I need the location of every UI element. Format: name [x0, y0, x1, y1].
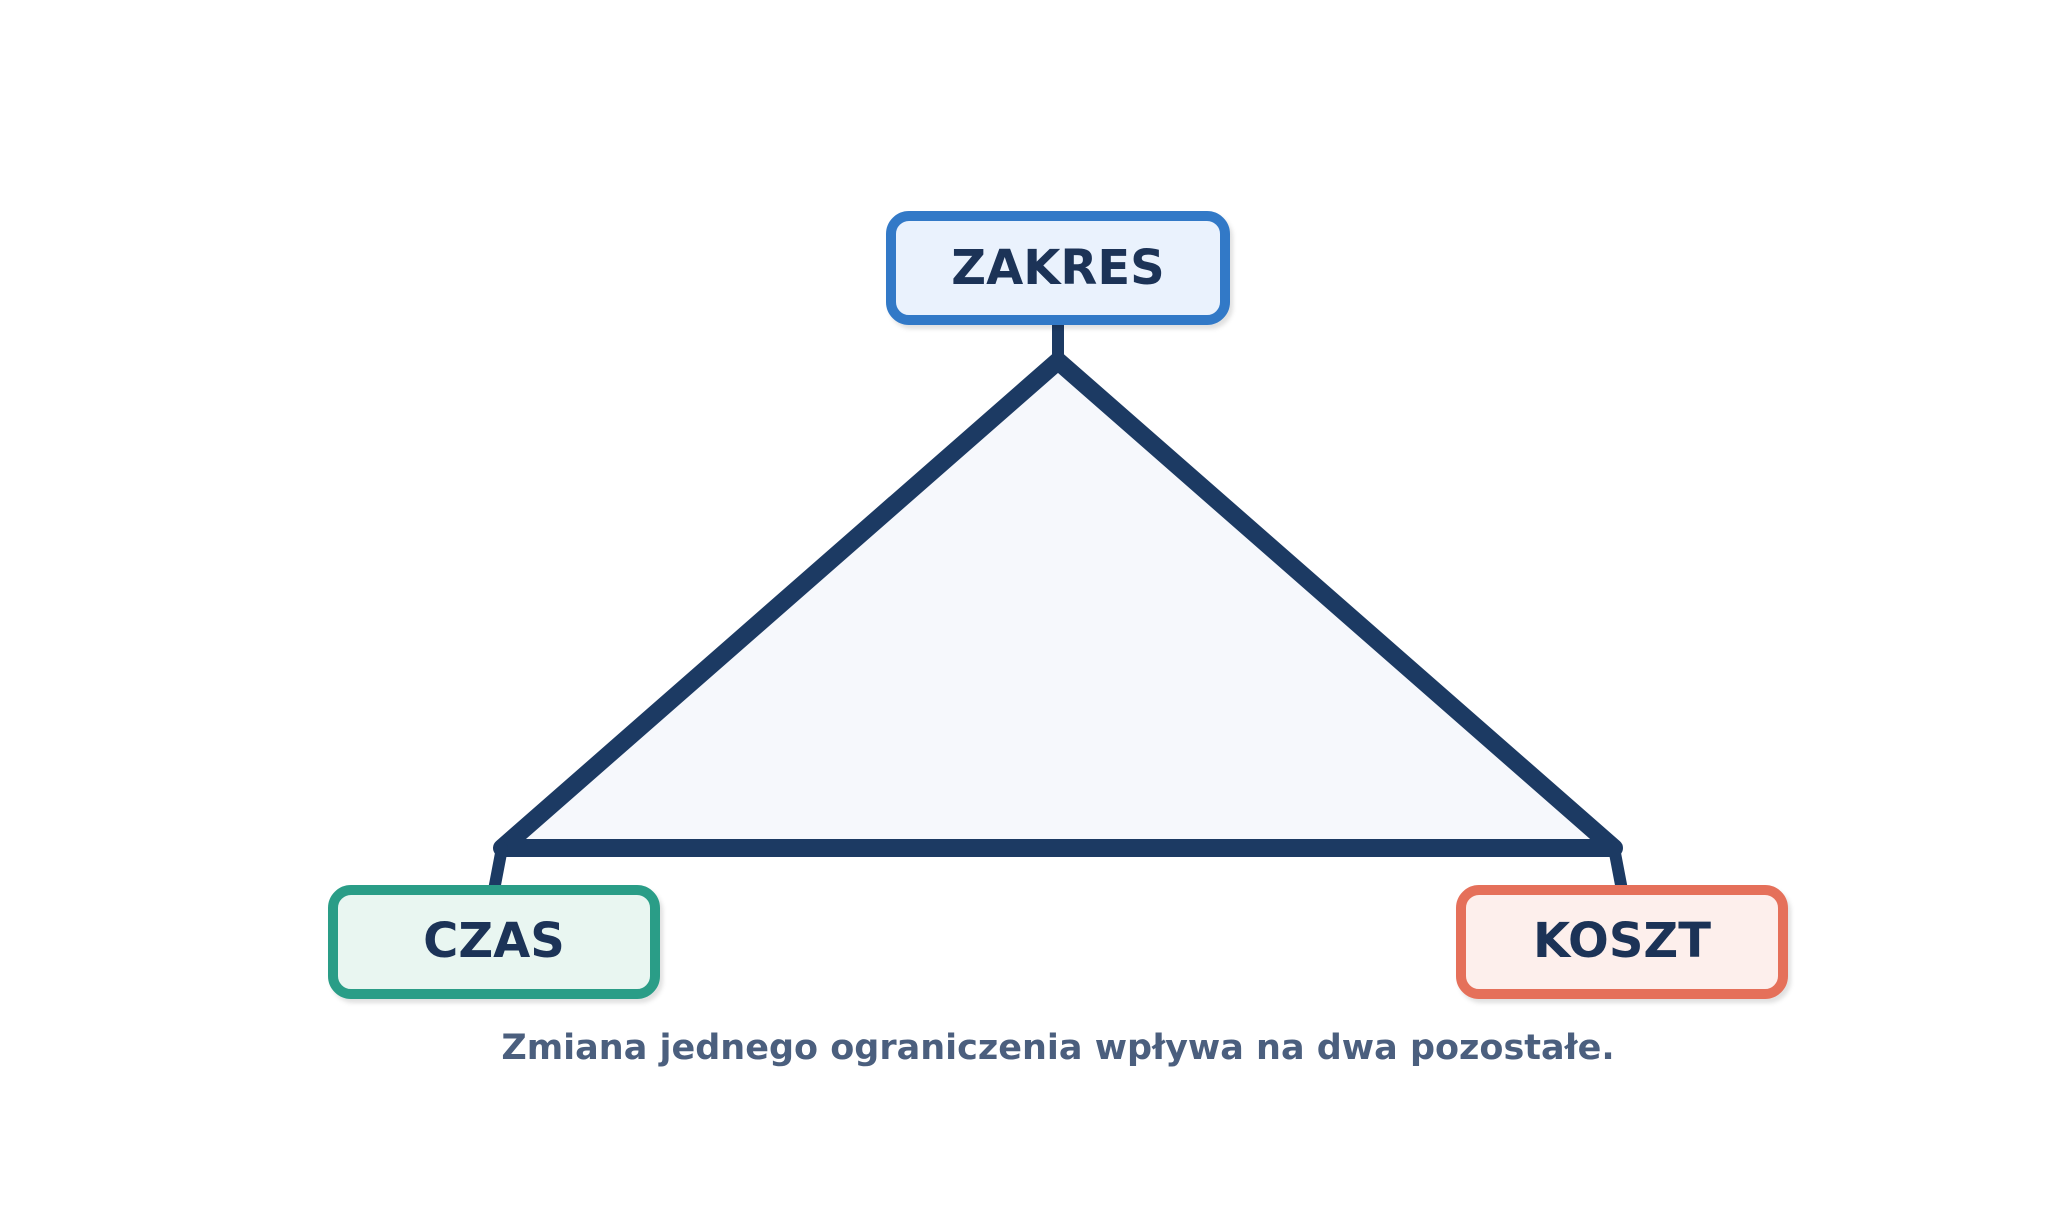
constraint-triangle [493, 352, 1623, 857]
connector-right [1608, 842, 1628, 896]
diagram-caption: Zmiana jednego ograniczenia wpływa na dw… [501, 1028, 1614, 1068]
cost-node: KOSZT [1456, 885, 1788, 999]
scope-node: ZAKRES [886, 211, 1230, 325]
time-node: CZAS [328, 885, 660, 999]
scope-box [886, 211, 1230, 325]
cost-box [1456, 885, 1788, 999]
connector-left [488, 842, 508, 896]
time-label: CZAS [423, 913, 565, 969]
time-box [328, 885, 660, 999]
cost-label: KOSZT [1533, 913, 1711, 969]
scope-label: ZAKRES [951, 240, 1164, 296]
